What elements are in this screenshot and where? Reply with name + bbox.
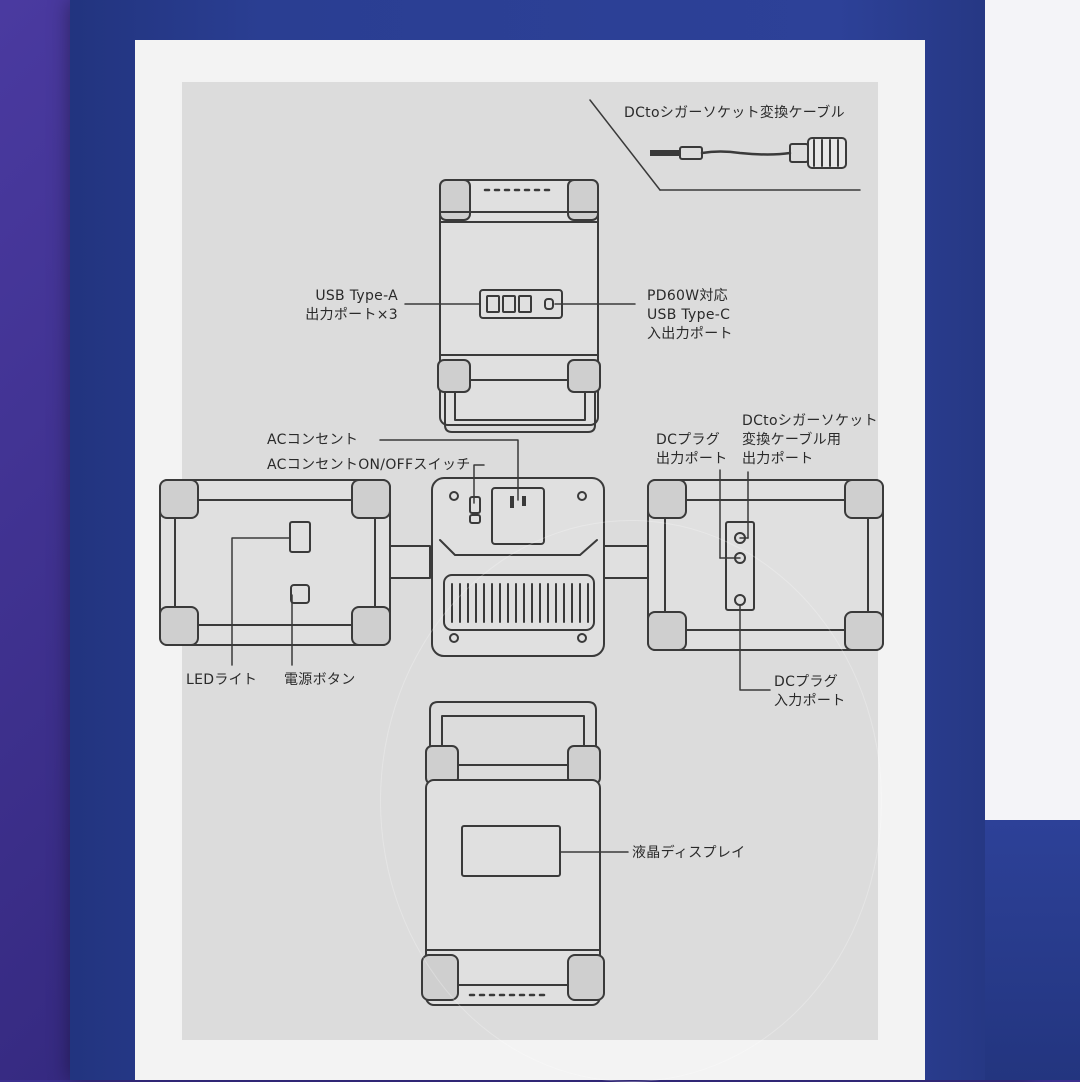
dc-cigar-cable-illustration [589,99,861,191]
label-dc-out-line2: 出力ポート [656,451,728,467]
label-pd-line2: USB Type-C [647,307,731,323]
label-power-button: 電源ボタン [284,672,356,688]
right-unit-side-view [647,479,884,651]
label-pd-line1: PD60W対応 [647,288,728,304]
label-cigar-line3: 出力ポート [742,451,814,467]
leader-lines [231,303,771,853]
label-cigar-line1: DCtoシガーソケット [742,413,878,429]
power-button-shape [290,584,310,604]
label-cigar-line2: 変換ケーブル用 [742,432,842,448]
label-usb-a-line1: USB Type-A [315,288,398,304]
bottom-unit-lcd-view [421,701,605,1006]
label-cable: DCtoシガーソケット変換ケーブル [624,105,845,121]
box-side-white [985,0,1080,820]
label-ac-outlet: ACコンセント [267,432,359,448]
top-unit-front-view [437,179,601,433]
label-ac-switch: ACコンセントON/OFFスイッチ [267,457,471,473]
lcd-display-shape [461,825,561,877]
label-dc-out-line1: DCプラグ [656,432,721,448]
label-dc-in-line1: DCプラグ [774,674,839,690]
label-usb-a-line2: 出力ポート×3 [305,307,398,323]
led-light-window [289,521,311,553]
label-led-light: LEDライト [186,672,258,688]
label-lcd-display: 液晶ディスプレイ [632,845,746,861]
label-dc-in-line2: 入力ポート [774,693,846,709]
center-unit-ac-face [431,477,649,657]
box-side-blue [985,820,1080,1080]
label-pd-line3: 入出力ポート [647,326,733,342]
left-unit-side-view [159,479,431,646]
